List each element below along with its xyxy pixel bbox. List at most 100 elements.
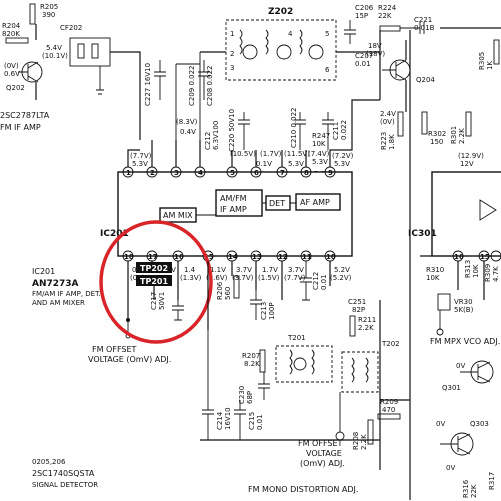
fm-if-am-label: FM/AM IF AMP, DET. [32,290,101,298]
v0b-label: 0V [436,420,445,428]
c213-label: C213 [260,302,268,320]
svg-text:13: 13 [252,253,262,261]
am-fm-label: AM/FM [220,194,247,203]
b52v-label: 5.2V [334,266,350,274]
signal-detector-label: SIGNAL DETECTOR [32,481,98,489]
v24-label: 2.4V [380,110,396,118]
test-points: TP202 TP201 C217 50V1 [125,261,184,339]
svg-text:10: 10 [326,253,336,261]
am-fm-if-amp-block [215,189,263,217]
v10v-label: (10.1V) [42,52,68,60]
r302-value: 150 [430,138,443,146]
svg-text:15: 15 [204,253,214,261]
c208-label: C208 0.022 [206,65,214,106]
r305-label: R305 [478,52,486,70]
v18b-label: (18V) [366,50,385,58]
and-am-mixer-label: AND AM MIXER [32,299,85,307]
r224-label: R224 [378,4,397,12]
z202-pin5: 5 [325,30,329,38]
svg-text:18: 18 [124,253,134,261]
c211-label: C211 [332,122,340,140]
fm-mpx-label: FM MPX VCO ADJ. [430,337,500,346]
r309-value: 4.7K [492,266,500,282]
r223-label: R223 [380,132,388,150]
svg-text:15: 15 [480,253,490,261]
v53c-label: 5.3V [312,158,328,166]
r208-value: 2.2K [360,434,368,450]
r316-label: R316 [462,479,470,498]
an7273a-label: AN7273A [32,279,79,289]
svg-text:12: 12 [278,253,288,261]
v74-label: (7.4V) [308,150,330,158]
b13p-label: (1.3V) [180,274,202,282]
tp202-box [136,262,172,273]
c215-label: C215 [248,412,256,430]
z202-pin3: 3 [230,64,234,72]
c212-value: 6.3V100 [212,121,220,150]
b52p-label: (5.2V) [330,274,352,282]
q301-label: Q301 [442,384,461,392]
if-amp-label: IF AMP [220,205,247,214]
af-amp-block [295,193,341,211]
v0c-label: 0V [446,464,455,472]
v53-label: 5.3V [132,160,148,168]
r317-label: R317 [488,472,496,490]
c230-value: 68P [246,391,254,404]
r301-value: 2.2K [458,128,466,144]
v06-label: (0V) [4,62,19,70]
v129b-label: 12V [460,160,474,168]
svg-text:16: 16 [454,253,464,261]
c227-label: C227 16V10 [144,63,152,106]
r204-value: 820K [2,30,20,38]
r223-value: 1.8K [388,134,396,150]
q205-label: 0205,206 [32,458,66,466]
r204-label: R204 [2,22,21,30]
v77-label: (7.7V) [130,152,152,160]
z202-section: Z202 1 2 3 4 5 6 C206 15P C207 0.01 [175,4,381,140]
b11v-label: 1.1V [210,266,226,274]
v06b-label: 0.6V [4,70,20,78]
b16v-label: (1.6V) [206,274,228,282]
fm-offset-label-4: VOLTAGE [306,449,342,458]
b37c-label: 3.7V [288,266,304,274]
q205-type: 2SC1740SQSTA [32,469,95,478]
r302-label: R302 [428,130,446,138]
c212b-label: C212 [312,272,320,290]
r206-value: 560 [224,287,232,300]
fm-offset-label-3: FM OFFSET [298,439,343,448]
r205-label: R205 [40,3,58,11]
svg-text:3: 3 [174,169,179,177]
c212b-value: 0.01 [320,274,328,290]
v04-label: 0.4V [180,128,196,136]
r208-label: R208 [352,432,360,450]
b17v-label: 1.7V [262,266,278,274]
v115-label: (11.5V) [284,150,310,158]
svg-text:2: 2 [150,169,155,177]
ic201-bottom-pins: 18 17 16 15 14 13 12 11 10 [122,250,336,262]
c206-label: C206 [355,4,374,12]
tp201-label: TP201 [140,277,168,286]
z202-pin2: 2 [230,50,234,58]
r224-value: 22K [378,12,392,20]
fm-offset-label-1: FM OFFSET [92,345,137,354]
af-amp-label: AF AMP [300,198,330,207]
q204-section: R224 22K C221 0.01B 18V (18V) Q204 2.4V … [366,4,501,150]
ic301-outline [431,171,501,257]
v01-label: 0.1V [256,160,272,168]
svg-text:5: 5 [230,169,235,177]
r313-label: R313 [464,260,472,278]
cf202-label: CF202 [60,24,82,32]
b13v-label: 1.4 [184,266,196,274]
tp201-box [136,275,172,286]
r305-value: 1K [486,61,494,70]
r313-value: 10K [472,264,480,278]
fm-offset-label-2: VOLTAGE (OmV) ADJ. [88,355,171,364]
r301-label: R301 [450,126,458,144]
z202-pin6: 6 [325,66,330,74]
v53b-label: 5.3V [288,160,304,168]
r207-label: R207 [242,352,260,360]
ic201-top-voltages: (8.3V) 0.4V (7.7V) 5.3V (10.5V) (1.7V) (… [130,118,354,178]
ic201-label: IC201 [100,229,129,239]
t201-label: T201 [287,334,306,342]
